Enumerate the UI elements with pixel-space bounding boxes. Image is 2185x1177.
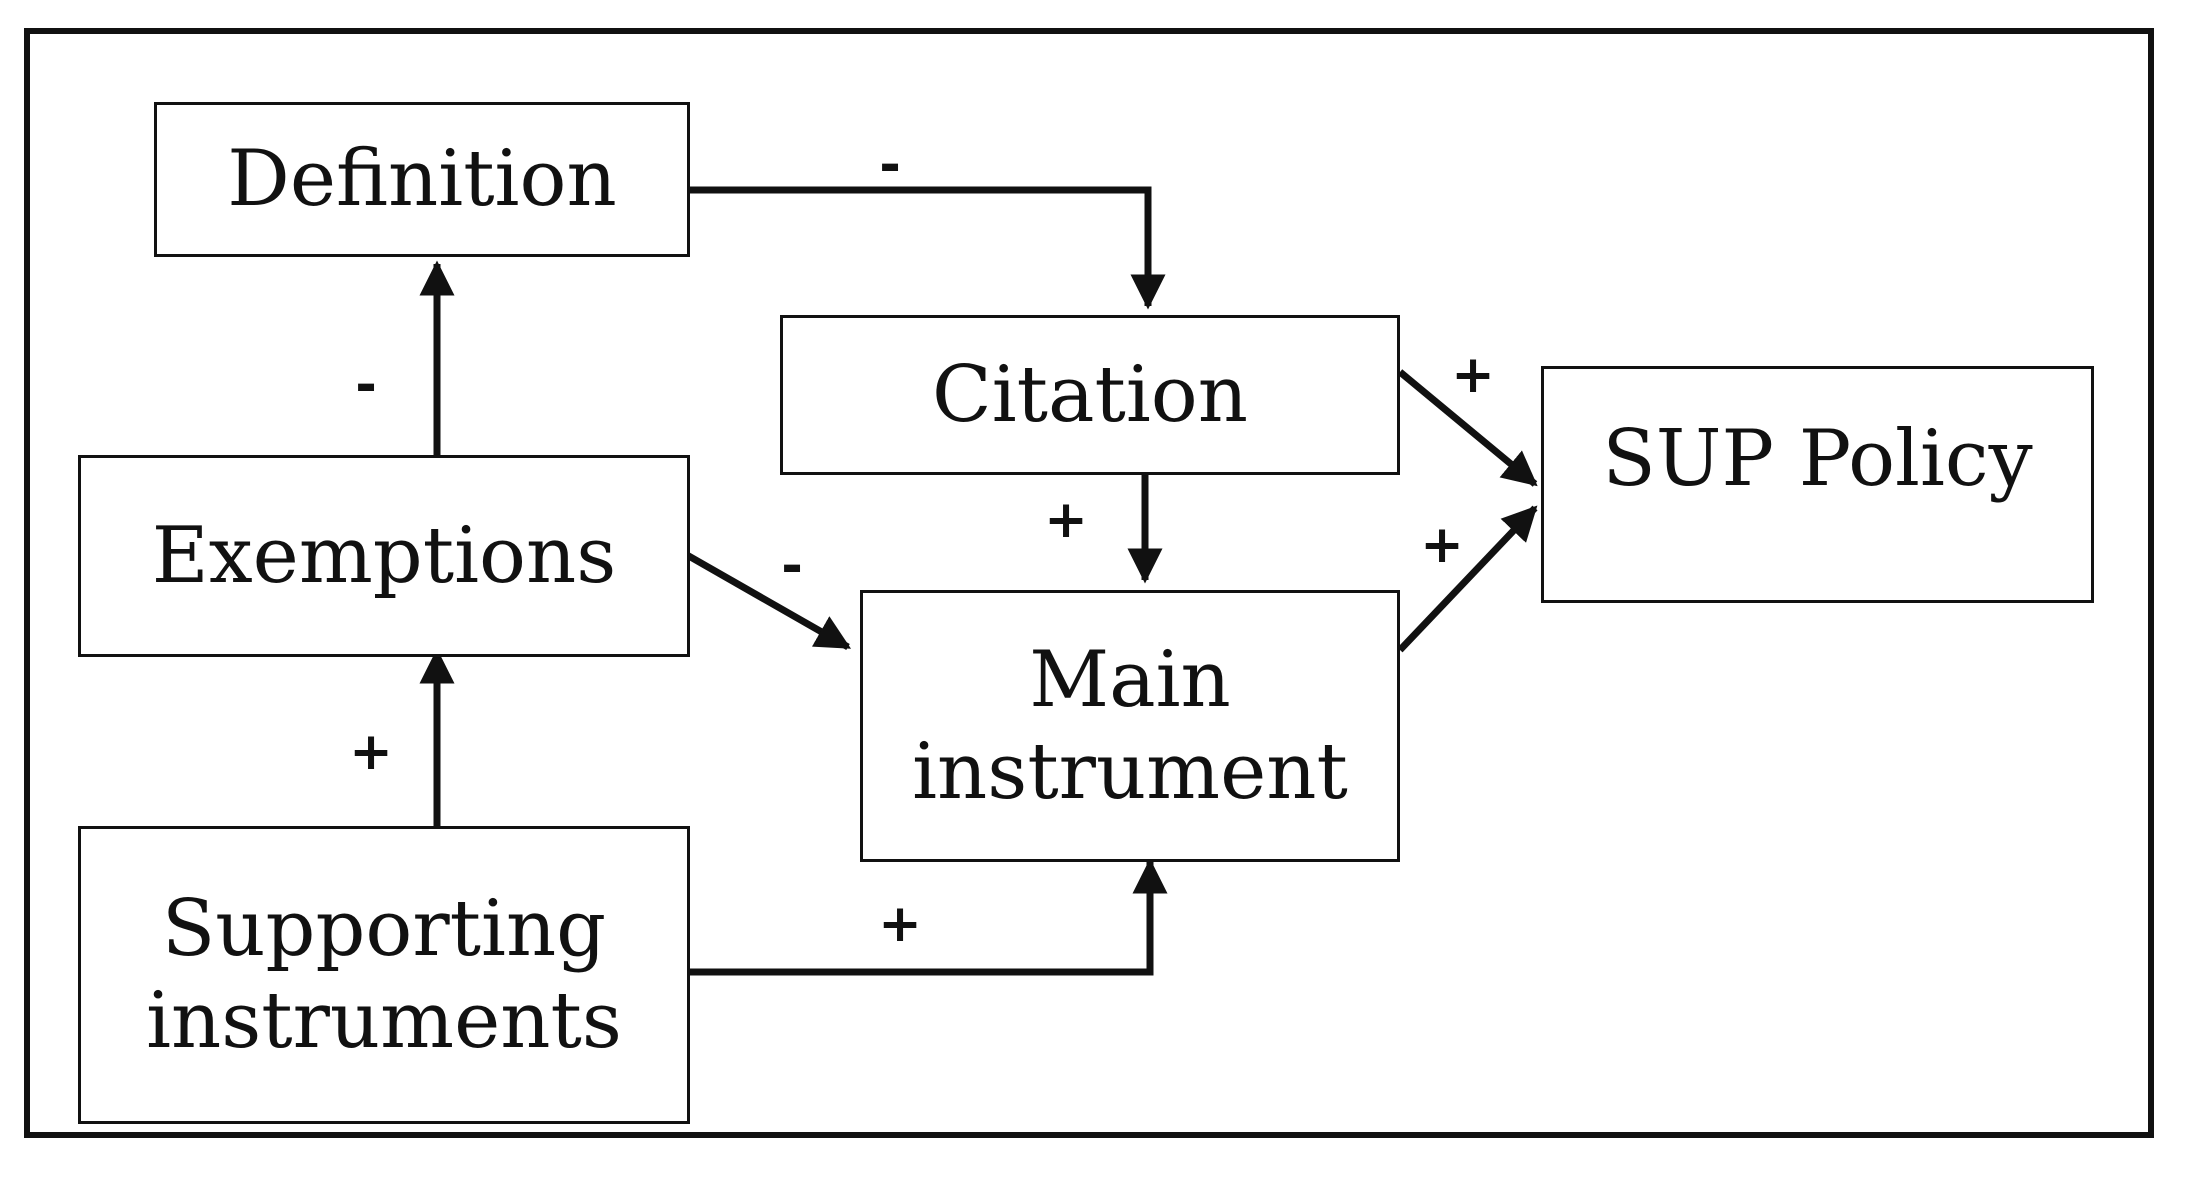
diagram-frame [24, 28, 2154, 1138]
arrow-citation-to-sup-policy [1397, 369, 1538, 487]
node-sup-policy: SUP Policy [1541, 366, 2094, 603]
arrow-main-instrument-to-sup-policy [1397, 505, 1538, 653]
sign-exemptions-to-definition: - [355, 355, 377, 415]
sign-exemptions-to-main-instrument: - [781, 536, 803, 596]
sign-supporting-to-exemptions: + [349, 722, 393, 782]
sign-definition-to-citation: - [879, 135, 901, 195]
node-supporting-instruments: Supporting instruments [78, 826, 690, 1124]
sign-main-instrument-to-sup-policy: + [1420, 515, 1464, 575]
node-citation-label: Citation [932, 349, 1248, 440]
sign-citation-to-main-instrument: + [1044, 490, 1088, 550]
node-exemptions-label: Exemptions [151, 510, 617, 601]
node-sup-policy-label: SUP Policy [1602, 414, 2033, 504]
arrow-definition-to-citation [687, 186, 1166, 310]
sign-supporting-to-main-instrument: + [878, 894, 922, 954]
sign-citation-to-sup-policy: + [1451, 345, 1495, 405]
arrow-supporting-to-main-instrument [687, 858, 1168, 976]
node-main-instrument: Main instrument [860, 590, 1400, 862]
node-definition: Definition [154, 102, 690, 257]
node-exemptions: Exemptions [78, 455, 690, 657]
arrow-exemptions-to-main-instrument [685, 551, 852, 651]
node-supporting-instruments-label: Supporting instruments [146, 883, 622, 1066]
node-citation: Citation [780, 315, 1400, 475]
node-definition-label: Definition [227, 134, 617, 225]
node-main-instrument-label: Main instrument [912, 634, 1348, 817]
